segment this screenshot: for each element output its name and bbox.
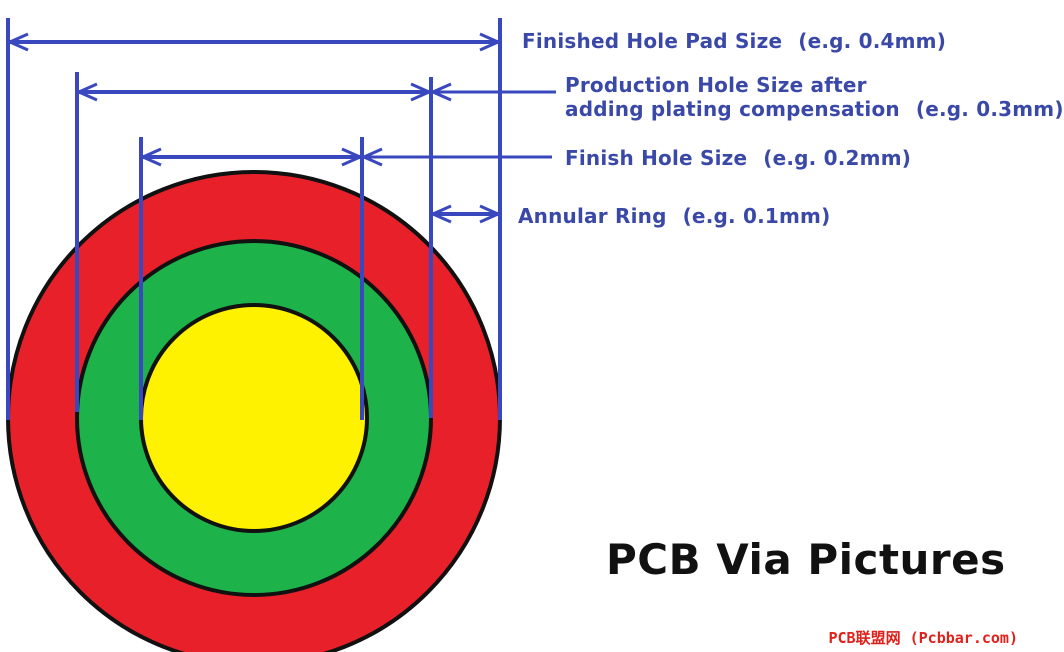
finish-hole-size-example: (e.g. 0.2mm)	[763, 146, 912, 170]
production-hole-size-label-line1: Production Hole Size after	[565, 73, 867, 97]
production-hole-size-compensation-text: adding plating compensation	[565, 97, 900, 121]
finished-hole-pad-size-label: Finished Hole Pad Size (e.g. 0.4mm)	[522, 29, 946, 53]
finish-hole-size-text: Finish Hole Size	[565, 146, 748, 170]
watermark: PCB联盟网 (Pcbbar.com)	[828, 629, 1019, 647]
hole-circle	[139, 303, 369, 533]
diagram-title: PCB Via Pictures	[606, 535, 1006, 584]
annular-ring-example: (e.g. 0.1mm)	[682, 204, 831, 228]
annular-ring-label: Annular Ring (e.g. 0.1mm)	[518, 204, 830, 228]
production-hole-size-text: Production Hole Size after	[565, 73, 867, 97]
production-hole-size-example: (e.g. 0.3mm)	[915, 97, 1064, 121]
finished-hole-pad-size-text: Finished Hole Pad Size	[522, 29, 783, 53]
finish-hole-size-label: Finish Hole Size (e.g. 0.2mm)	[565, 146, 911, 170]
production-hole-size-label-line2: adding plating compensation (e.g. 0.3mm)	[565, 97, 1064, 121]
finished-hole-pad-size-example: (e.g. 0.4mm)	[798, 29, 947, 53]
annular-ring-text: Annular Ring	[518, 204, 667, 228]
via-diagram	[6, 18, 556, 652]
